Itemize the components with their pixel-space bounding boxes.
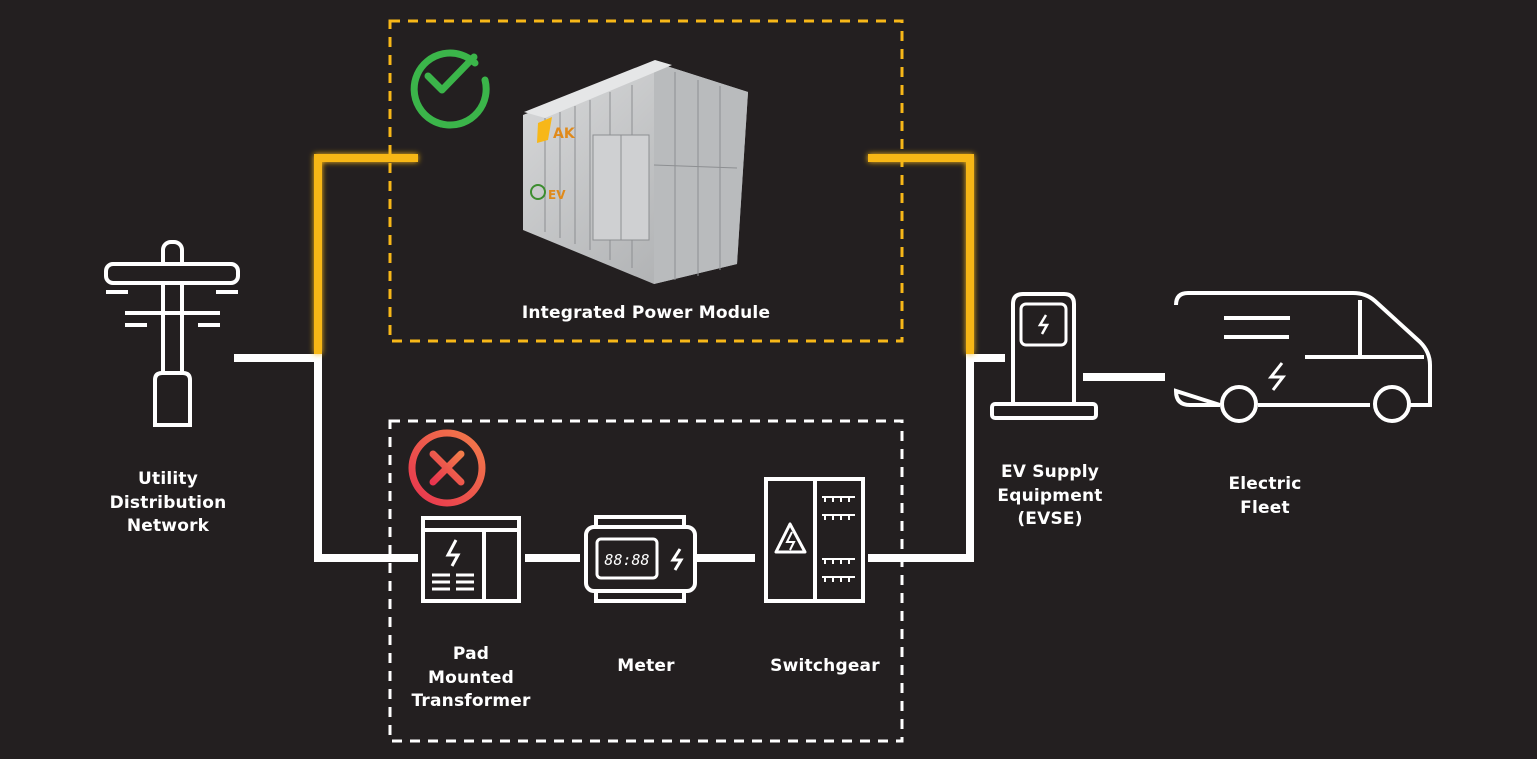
x-circle-icon bbox=[408, 429, 486, 507]
transformer-icon bbox=[421, 516, 521, 603]
ipm-label-text: Integrated Power Module bbox=[521, 303, 771, 323]
meter-label: Meter bbox=[617, 655, 675, 679]
ak-logo: AK bbox=[553, 126, 576, 142]
utility-pole-icon bbox=[104, 240, 240, 427]
check-circle-icon bbox=[410, 49, 490, 129]
utility-label-line: Distribution bbox=[109, 492, 227, 513]
switchgear-icon bbox=[764, 477, 865, 603]
ev-charger-icon bbox=[990, 292, 1098, 420]
preferred-solution-box bbox=[388, 19, 904, 343]
switchgear-label: Switchgear bbox=[770, 655, 880, 679]
evse-label-line: Equipment bbox=[997, 485, 1103, 506]
transformer-label: Pad Mounted Transformer bbox=[411, 643, 530, 714]
power-module-photo: AK EV bbox=[523, 60, 748, 284]
highlighted-power-path bbox=[314, 154, 974, 354]
ipm-label: Integrated Power Module bbox=[522, 302, 770, 326]
evse-label-line: (EVSE) bbox=[1017, 509, 1083, 529]
fleet-label-line: Fleet bbox=[1240, 497, 1290, 518]
ev-logo: EV bbox=[548, 188, 566, 202]
meter-icon: 88:88 bbox=[584, 515, 697, 603]
utility-label-line: Network bbox=[126, 516, 210, 536]
switchgear-label-text: Switchgear bbox=[770, 656, 880, 676]
fleet-label-line: Electric bbox=[1228, 474, 1302, 494]
traditional-solution-box bbox=[388, 419, 904, 743]
utility-label: Utility Distribution Network bbox=[110, 468, 227, 539]
evse-label-line: EV Supply bbox=[1000, 462, 1100, 482]
transformer-label-line: Pad bbox=[452, 644, 490, 664]
standard-power-path bbox=[234, 354, 1165, 562]
fleet-label: Electric Fleet bbox=[1228, 473, 1301, 520]
meter-display: 88:88 bbox=[604, 551, 649, 569]
transformer-label-line: Mounted bbox=[427, 667, 515, 688]
electric-van-icon bbox=[1173, 291, 1432, 423]
transformer-label-line: Transformer bbox=[411, 691, 531, 711]
meter-label-text: Meter bbox=[617, 656, 675, 676]
evse-label: EV Supply Equipment (EVSE) bbox=[997, 461, 1102, 532]
utility-label-line: Utility bbox=[137, 469, 199, 489]
